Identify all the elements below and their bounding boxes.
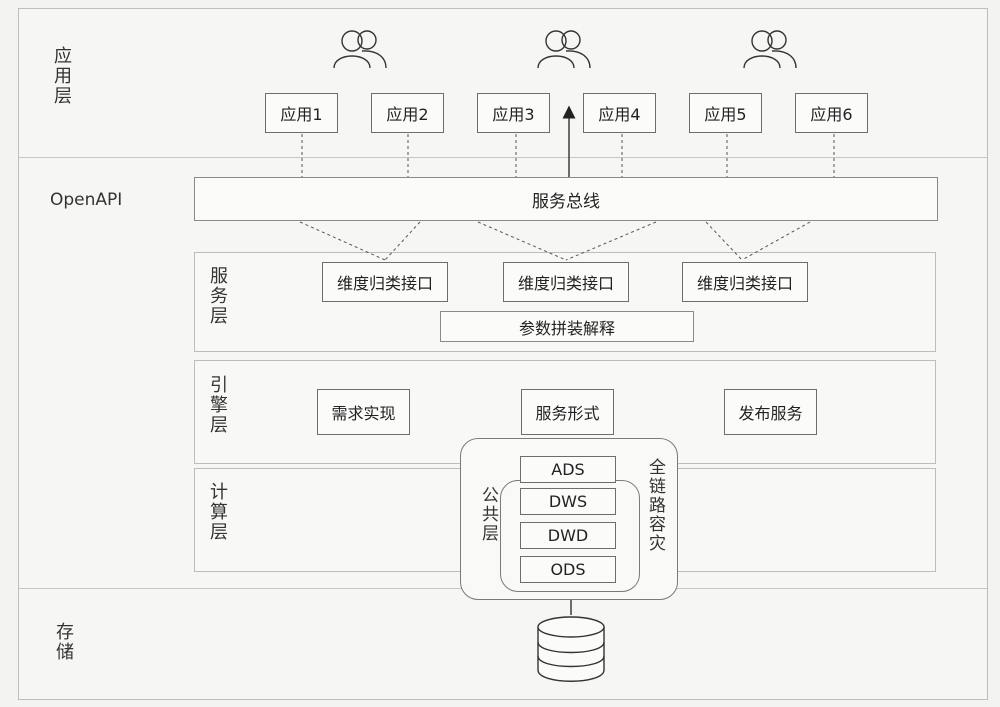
app-box-1: 应用1 [265,93,338,133]
app-box-5: 应用5 [689,93,762,133]
dimension-interface-1: 维度归类接口 [322,262,448,302]
label-public-layer: 公共层 [478,486,498,543]
tier-dwd: DWD [520,522,616,549]
label-app-layer: 应用层 [51,46,72,106]
separator-app [18,157,988,158]
dimension-interface-2: 维度归类接口 [503,262,629,302]
param-assembly: 参数拼装解释 [440,311,694,342]
service-bus: 服务总线 [194,177,938,221]
users-icon [537,30,591,69]
label-full-chain-dr: 全链路容灾 [645,458,665,553]
label-engine-layer: 引擎层 [207,375,228,435]
database-icon [537,616,605,682]
engine-requirement: 需求实现 [317,389,410,435]
users-icon [743,30,797,69]
engine-service-form: 服务形式 [521,389,614,435]
tier-dws: DWS [520,488,616,515]
app-bus-connectors [299,134,835,261]
app-box-2: 应用2 [371,93,444,133]
label-service-layer: 服务层 [207,266,228,326]
label-compute-layer: 计算层 [207,482,228,542]
app-box-6: 应用6 [795,93,868,133]
users-icon [333,30,387,69]
tier-ods: ODS [520,556,616,583]
tier-ads: ADS [520,456,616,483]
label-storage-layer: 存储 [53,622,74,662]
dimension-interface-3: 维度归类接口 [682,262,808,302]
app-box-3: 应用3 [477,93,550,133]
engine-publish: 发布服务 [724,389,817,435]
label-openapi: OpenAPI [50,190,123,210]
app-box-4: 应用4 [583,93,656,133]
